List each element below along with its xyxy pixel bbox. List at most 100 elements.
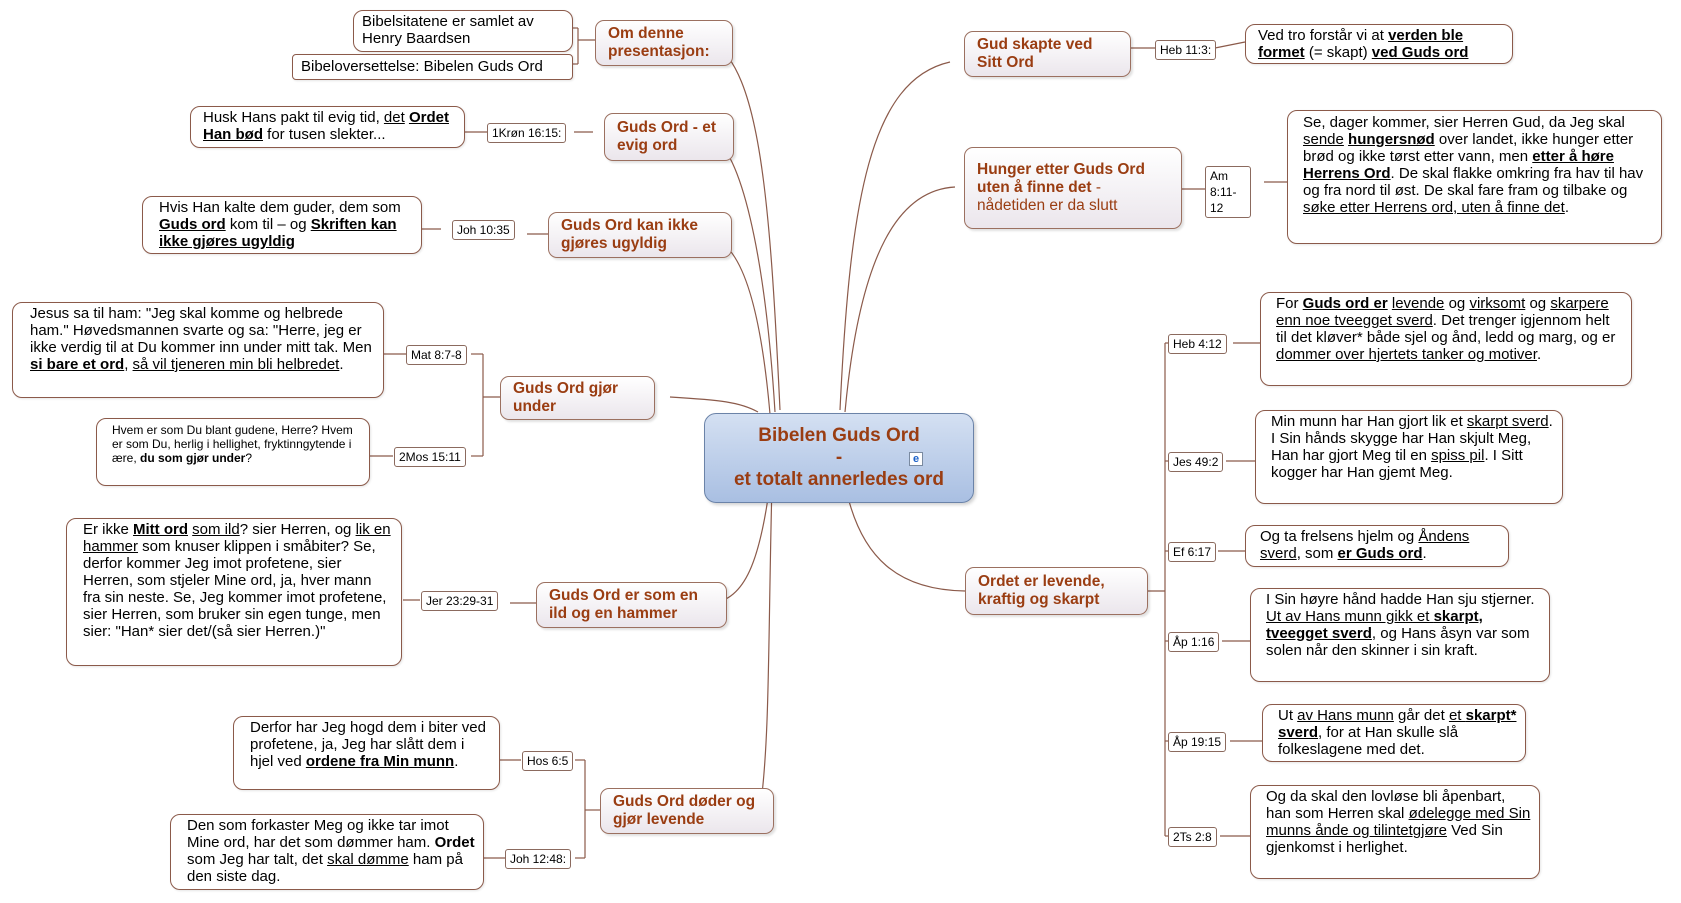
ref-2ts-2-8[interactable]: 2Ts 2:8 xyxy=(1168,827,1217,847)
verse-text-segment: Bibelsitatene er samlet av Henry Baardse… xyxy=(362,13,534,47)
verse-text-segment: ? sier Herren, og xyxy=(239,521,356,538)
verse-text-segment: ham på den siste dag. xyxy=(187,851,463,885)
verse-text-segment: . xyxy=(1536,346,1542,363)
verse-text-segment: . I Sin hånds skygge har Han skjult Meg,… xyxy=(1271,413,1553,464)
verse-text-segment: Ordet Han bød xyxy=(203,109,449,143)
verse-text-segment: kom til – og xyxy=(225,216,311,233)
verse-text-segment: Og ta frelsens hjelm og xyxy=(1260,528,1419,545)
topic-kills-and-gives-life[interactable]: Guds Ord døder og gjør levende xyxy=(600,788,774,834)
topic-label: - nådetiden er da slutt xyxy=(977,179,1118,214)
verse-text-segment: går det xyxy=(1393,707,1449,724)
verse-text-segment: Ved Sin gjenkomst i herlighet. xyxy=(1266,822,1503,856)
verse-text-segment: , og Hans åsyn var som solen når den ski… xyxy=(1266,625,1530,659)
verse-text-segment: . I Sitt kogger har Han gjemt Meg. xyxy=(1271,447,1523,481)
ref-ap-19-15[interactable]: Åp 19:15 xyxy=(1168,732,1227,752)
ref-jes-49-2[interactable]: Jes 49:2 xyxy=(1168,452,1224,472)
topic-eternal-word[interactable]: Guds Ord - et evig ord xyxy=(604,113,734,161)
verse-text-segment: det xyxy=(383,109,405,126)
verse-reference-label: Heb 4:12 xyxy=(1173,337,1222,351)
verse-text-segment: . xyxy=(339,356,344,373)
ref-heb-4-12[interactable]: Heb 4:12 xyxy=(1168,334,1227,354)
verse-text-segment: så vil tjeneren min bli helbredet xyxy=(132,356,340,373)
topic-does-wonders[interactable]: Guds Ord gjør under xyxy=(500,376,655,420)
ref-hos-6-5[interactable]: Hos 6:5 xyxy=(522,751,574,771)
verse-text-segment: Hvis Han kalte dem guder, dem som xyxy=(159,199,401,216)
verse-text-segment: , for at Han skulle slå folkeslagene med… xyxy=(1278,724,1459,758)
verse-text-segment: Ut xyxy=(1278,707,1298,724)
note-ap-19-15: Ut av Hans munn går det et skarpt* sverd… xyxy=(1262,704,1526,762)
verse-reference-label: Mat 8:7-8 xyxy=(411,348,462,362)
note-centurion: Jesus sa til ham: "Jeg skal komme og hel… xyxy=(12,302,384,398)
topic-about-label: Om denne presentasjon: xyxy=(608,25,710,60)
verse-reference-label: 2Ts 2:8 xyxy=(1173,830,1212,844)
ref-ef-6-17[interactable]: Ef 6:17 xyxy=(1168,542,1217,562)
ref-jer-23-29-31[interactable]: Jer 23:29-31 xyxy=(421,591,499,611)
ref-joh-12-48[interactable]: Joh 12:48: xyxy=(505,849,572,869)
note-ef-6-17: Og ta frelsens hjelm og Åndens sverd, so… xyxy=(1245,525,1509,567)
verse-reference-label: Åp 1:16 xyxy=(1173,635,1215,649)
verse-text-segment: Og da skal den lovløse bli åpenbart, han… xyxy=(1266,788,1506,822)
ref-mat-8-7-8[interactable]: Mat 8:7-8 xyxy=(406,345,467,365)
verse-text-segment: . xyxy=(1422,545,1427,562)
verse-text-segment: Hvem er som Du blant gudene, Herre? Hvem… xyxy=(112,423,353,465)
ref-ap-1-16[interactable]: Åp 1:16 xyxy=(1168,632,1220,652)
verse-text-segment: skarpere enn noe tveegget sverd xyxy=(1276,295,1609,329)
verse-text-segment: Bibeloversettelse: Bibelen Guds Ord xyxy=(301,58,543,75)
verse-text-segment: over landet, ikke hunger etter brød og i… xyxy=(1303,131,1634,165)
verse-text-segment: er Guds ord xyxy=(1337,545,1423,562)
topic-label: Ordet er levende, kraftig og skarpt xyxy=(978,573,1105,608)
verse-text-segment: Skriften kan ikke gjøres ugyldig xyxy=(159,216,397,250)
verse-text-segment: skal dømme xyxy=(327,851,409,868)
verse-text-segment: etter å høre Herrens Ord xyxy=(1303,148,1614,182)
note-creation: Ved tro forstår vi at verden ble formet … xyxy=(1245,24,1513,64)
central-dash: - xyxy=(835,447,843,468)
ref-1kron-16-15[interactable]: 1Krøn 16:15: xyxy=(487,123,567,143)
note-fire-hammer: Er ikke Mitt ord som ild? sier Herren, o… xyxy=(66,518,402,666)
topic-hunger-for-word[interactable]: Hunger etter Guds Ord uten å finne det -… xyxy=(964,147,1182,229)
verse-text-segment: Guds ord er xyxy=(1302,295,1388,312)
topic-living-word[interactable]: Ordet er levende, kraftig og skarpt xyxy=(965,567,1148,615)
verse-reference-label: Joh 10:35 xyxy=(457,223,510,237)
verse-text-segment: lik en hammer xyxy=(83,521,391,555)
note-collected-by: Bibelsitatene er samlet av Henry Baardse… xyxy=(353,10,573,52)
verse-text-segment: Ordet xyxy=(434,834,475,851)
topic-about-presentation[interactable]: Om denne presentasjon: xyxy=(595,20,733,66)
note-ap-1-16: I Sin høyre hånd hadde Han sju stjerner.… xyxy=(1250,588,1550,682)
verse-text-segment: ved Guds ord xyxy=(1371,44,1469,61)
ref-joh-10-35[interactable]: Joh 10:35 xyxy=(452,220,515,240)
verse-text-segment: som Jeg har talt, det xyxy=(187,851,328,868)
verse-text-segment: skarpt sverd xyxy=(1466,413,1549,430)
verse-text-segment: Åndens sverd xyxy=(1260,528,1470,562)
verse-text-segment: , xyxy=(124,356,133,373)
topic-label: Guds Ord kan ikke gjøres ugyldig xyxy=(561,217,698,252)
verse-text-segment: sende xyxy=(1303,131,1344,148)
topic-label: Guds Ord gjør under xyxy=(513,380,619,415)
verse-text-segment: . Det trenger igjennom helt til det kløv… xyxy=(1276,312,1616,346)
central-topic[interactable]: Bibelen Guds Ord - et totalt annerledes … xyxy=(704,413,974,503)
verse-text-segment: og xyxy=(1444,295,1470,312)
ref-2mos-15-11[interactable]: 2Mos 15:11 xyxy=(394,447,466,467)
ref-heb-11-3[interactable]: Heb 11:3: xyxy=(1155,40,1217,60)
verse-text-segment: et xyxy=(1448,707,1466,724)
verse-text-segment: I Sin høyre hånd hadde Han sju stjerner. xyxy=(1266,591,1535,608)
verse-text-segment: . xyxy=(454,753,459,770)
topic-creation-by-word[interactable]: Gud skapte ved Sitt Ord xyxy=(964,31,1131,77)
topic-cannot-be-invalidated[interactable]: Guds Ord kan ikke gjøres ugyldig xyxy=(548,212,732,258)
verse-text-segment: Se, dager kommer, sier Herren Gud, da Je… xyxy=(1303,114,1625,131)
verse-text-segment: for tusen slekter... xyxy=(263,126,386,143)
verse-text-segment: skarpt* sverd xyxy=(1278,707,1517,741)
verse-text-segment: Den som forkaster Meg og ikke tar imot M… xyxy=(187,817,449,851)
note-hunger: Se, dager kommer, sier Herren Gud, da Je… xyxy=(1287,110,1662,244)
ref-am-8-11-12[interactable]: Am 8:11-12 xyxy=(1205,166,1251,218)
topic-label: Guds Ord er som en ild og en hammer xyxy=(549,587,699,622)
topic-label: Hunger etter Guds Ord uten å finne det xyxy=(977,161,1145,196)
verse-text-segment: hungersnød xyxy=(1348,131,1435,148)
verse-reference-label: Jer 23:29-31 xyxy=(426,594,494,608)
verse-reference-label: Heb 11:3: xyxy=(1160,43,1212,57)
verse-text-segment: skarpt, tveegget sverd xyxy=(1266,608,1483,642)
internet-explorer-icon[interactable]: e xyxy=(909,452,923,466)
topic-fire-and-hammer[interactable]: Guds Ord er som en ild og en hammer xyxy=(536,582,727,628)
verse-text-segment: levende xyxy=(1391,295,1445,312)
verse-text-segment: ødelegge med Sin munns ånde og tilintetg… xyxy=(1266,805,1531,839)
